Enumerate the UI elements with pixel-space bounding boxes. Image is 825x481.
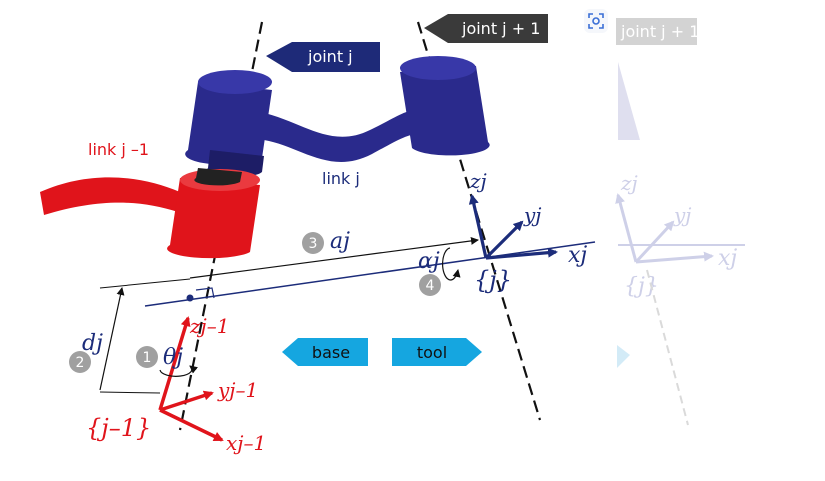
link-j-body <box>260 109 424 162</box>
a-dimension-arrow <box>189 236 479 279</box>
axis-z-j-minus-1 <box>158 316 191 411</box>
ghost-tag-label: joint j + 1 <box>620 22 699 41</box>
ghost-tag <box>616 18 697 45</box>
frame-j-label: {j} <box>474 266 512 294</box>
base-button[interactable]: base <box>282 338 368 366</box>
ghost-axis-z <box>615 193 638 263</box>
common-normal-line <box>144 241 596 307</box>
step-badge-3: 3 <box>302 232 324 254</box>
ghost-axis-x-arrow <box>635 251 714 264</box>
step-badge-1: 1 <box>136 346 158 368</box>
svg-text:4: 4 <box>426 278 435 294</box>
ghost-frame-label: {j} <box>624 274 659 299</box>
joint-j-label: joint j <box>307 47 353 66</box>
axis-z-j <box>468 194 488 259</box>
joint-j-tag: joint j <box>266 42 380 72</box>
link-j-minus-1-label: link j –1 <box>88 140 149 159</box>
ghost-z-label: zj <box>620 171 638 195</box>
joint-j-plus-1-cylinder <box>400 56 490 156</box>
d-dimension-bottom <box>99 391 161 394</box>
right-angle-marker <box>195 287 215 299</box>
svg-text:3: 3 <box>309 236 318 252</box>
link-j-minus-1-cylinder <box>167 168 260 259</box>
link-j-label: link j <box>322 169 360 188</box>
step-badge-4: 4 <box>419 274 441 296</box>
tool-button[interactable]: tool <box>392 338 482 366</box>
ghost-cylinder-edge <box>618 62 640 140</box>
ghost-axis-y <box>634 220 675 264</box>
origin-point <box>186 294 194 302</box>
axis-y-j <box>484 220 524 260</box>
svg-text:2: 2 <box>76 355 85 371</box>
y-j-minus-1-label: yj–1 <box>217 378 258 402</box>
alpha-j-label: αj <box>418 249 440 274</box>
ghost-nav-arrow <box>617 345 630 368</box>
z-j-label: zj <box>469 169 487 193</box>
image-search-icon[interactable] <box>584 9 608 33</box>
svg-text:1: 1 <box>143 350 152 366</box>
joint-j-cylinder <box>185 70 272 178</box>
ghost-x-label: xj <box>718 246 737 271</box>
y-j-label: yj <box>523 203 542 227</box>
alpha-rotation-arrow <box>442 247 461 281</box>
ghost-y-label: yj <box>673 203 692 227</box>
x-j-label: xj <box>568 243 587 268</box>
axis-x-j-minus-1 <box>159 408 224 442</box>
d-dimension-arrow <box>99 287 125 391</box>
axis-y-j-minus-1 <box>159 390 214 412</box>
z-j-minus-1-label: zj–1 <box>189 314 229 338</box>
ghost-overlay: joint j + 1 zj yj xj {j} <box>615 18 745 426</box>
tool-button-label: tool <box>417 343 447 362</box>
d-j-label: dj <box>82 331 103 356</box>
frame-j-minus-1-label: {j–1} <box>86 414 151 442</box>
ghost-joint-axis <box>646 269 689 426</box>
lens-glyph <box>588 13 604 29</box>
joint-j-plus-1-label: joint j + 1 <box>461 19 540 38</box>
link-j-minus-1-body <box>40 177 180 215</box>
d-dimension-top <box>99 278 191 289</box>
joint-j-plus-1-tag: joint j + 1 <box>424 14 548 43</box>
axis-x-j <box>485 247 558 260</box>
step-badge-2: 2 <box>69 351 91 373</box>
theta-rotation-arrow <box>159 365 198 377</box>
x-j-minus-1-label: xj–1 <box>226 431 266 455</box>
theta-j-label: θj <box>163 345 183 370</box>
a-j-label: aj <box>330 229 350 254</box>
base-button-label: base <box>312 343 350 362</box>
